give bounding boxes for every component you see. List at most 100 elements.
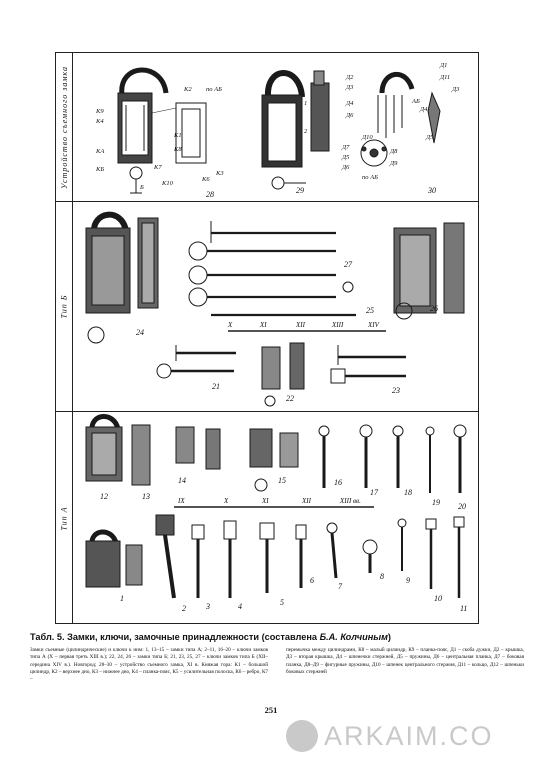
label-d9: Д9 <box>389 160 398 167</box>
label-kb: КБ <box>95 166 104 173</box>
label-k7: К7 <box>153 164 162 171</box>
figure-12-13-locks <box>85 414 151 486</box>
label-2: 2 <box>304 128 308 135</box>
watermark-logo-icon <box>286 720 318 752</box>
figure-30-spring-mechanism <box>360 71 441 167</box>
label-d8: Д8 <box>389 148 398 155</box>
label-k10: К10 <box>161 180 174 187</box>
label-po-ab-2: по АБ <box>362 174 378 181</box>
table-caption-title: Табл. 5. Замки, ключи, замочные принадле… <box>30 632 520 642</box>
figure-number-12: 12 <box>100 492 108 501</box>
label-po-ab: по АБ <box>206 86 222 93</box>
figure-24-lock <box>85 211 159 344</box>
caption-title-author: Б.А. Колчиным <box>319 632 388 642</box>
label-k2: К2 <box>183 86 192 93</box>
figure-number-19: 19 <box>432 498 440 507</box>
page-number: 251 <box>264 705 278 715</box>
caption-text-right: перемычка между цилиндрами, К8 – малый ц… <box>286 647 524 675</box>
figure-number-29: 29 <box>296 186 304 195</box>
label-d10: Д10 <box>361 134 373 141</box>
figure-number-21: 21 <box>212 382 220 391</box>
figure-2-11-keys <box>155 514 465 599</box>
figure-number-15: 15 <box>278 476 286 485</box>
figure-number-24: 24 <box>136 328 144 337</box>
figure-1-lock <box>85 529 143 588</box>
figure-number-11: 11 <box>460 604 467 613</box>
label-ka: КА <box>95 148 104 155</box>
figure-number-28: 28 <box>206 190 214 199</box>
label-d3: Д3 <box>345 84 354 91</box>
label-k8: К8 <box>173 146 182 153</box>
section-label-strip <box>56 53 73 623</box>
label-d11: Д11 <box>439 74 450 81</box>
figure-number-10: 10 <box>434 594 442 603</box>
figure-number-2: 2 <box>182 604 186 613</box>
figure-23-key <box>330 345 406 384</box>
label-d4: Д4 <box>345 100 354 107</box>
label-k3: К3 <box>215 170 224 177</box>
label-k6: К6 <box>201 176 210 183</box>
scale-b-label-5: XIV <box>367 321 380 329</box>
figure-number-13: 13 <box>142 492 150 501</box>
figure-number-20: 20 <box>458 502 466 511</box>
scale-a-label-1: IX <box>177 497 185 505</box>
figure-number-17: 17 <box>370 488 379 497</box>
section-divider-1 <box>56 201 478 202</box>
figure-22-lock <box>261 342 305 407</box>
scale-b-label-3: XII <box>295 321 306 329</box>
label-d4-right: Д4 <box>419 106 428 113</box>
scale-a-label-3: XI <box>261 497 269 505</box>
label-d5-lower: Д5 <box>341 154 350 161</box>
figure-number-5: 5 <box>280 598 284 607</box>
label-d7: Д7 <box>341 144 350 151</box>
figure-number-25: 25 <box>366 306 374 315</box>
section-divider-2 <box>56 411 478 412</box>
figure-number-3: 3 <box>205 602 210 611</box>
figure-28-lock-diagram <box>117 67 207 194</box>
label-k4: К4 <box>95 118 104 125</box>
figure-number-30: 30 <box>427 186 436 195</box>
figure-number-22: 22 <box>286 394 294 403</box>
watermark-text: ARKAIM.CO <box>324 720 494 751</box>
figure-number-23: 23 <box>392 386 400 395</box>
scale-a-label-5: XIII вв. <box>339 497 361 505</box>
figure-21-key <box>156 345 236 379</box>
caption-title-prefix: Табл. 5. Замки, ключи, замочные принадле… <box>30 632 320 642</box>
figure-number-1: 1 <box>120 594 124 603</box>
label-d6-lower: Д6 <box>341 164 350 171</box>
figure-26-lock <box>393 222 465 320</box>
label-d6: Д6 <box>345 112 354 119</box>
label-d5: Д5 <box>425 134 434 141</box>
label-d1: Д1 <box>439 62 447 69</box>
figure-number-9: 9 <box>406 576 410 585</box>
scale-a-label-4: XII <box>301 497 312 505</box>
figure-plate: Устройство съемного замка Тип Б Тип А <box>55 52 479 624</box>
label-d2: Д2 <box>345 74 354 81</box>
figure-27-keys <box>188 221 356 317</box>
caption-text-left: Замки съемные (цилиндрические) и ключи к… <box>30 647 268 683</box>
scale-b-label-1: X <box>227 321 233 329</box>
figure-number-8: 8 <box>380 572 384 581</box>
figure-number-26: 26 <box>430 304 438 313</box>
caption-title-suffix: ) <box>387 632 391 642</box>
label-b: Б <box>139 184 144 191</box>
figure-number-6: 6 <box>310 576 314 585</box>
figure-number-14: 14 <box>178 476 186 485</box>
figure-number-4: 4 <box>238 602 242 611</box>
watermark: ARKAIM.CO <box>286 716 494 756</box>
label-k9: К9 <box>95 108 104 115</box>
figure-number-27: 27 <box>344 260 353 269</box>
label-1: 1 <box>304 100 307 107</box>
figure-16-20-keys <box>318 424 467 493</box>
figure-14-15-locks <box>175 426 299 492</box>
figure-29-lock-cutaway <box>261 70 330 190</box>
label-ab: АБ <box>411 98 420 105</box>
label-d3-right: Д3 <box>451 86 460 93</box>
scale-b-label-2: XI <box>259 321 267 329</box>
lock-key-drawings: К9 К4 КА КБ К7 К10 К2 по АБ К1 К8 К6 К3 … <box>85 62 467 613</box>
figure-number-18: 18 <box>404 488 412 497</box>
scale-b-label-4: XIII <box>331 321 344 329</box>
figure-number-7: 7 <box>338 582 343 591</box>
scale-a-label-2: X <box>223 497 229 505</box>
figure-number-16: 16 <box>334 478 342 487</box>
